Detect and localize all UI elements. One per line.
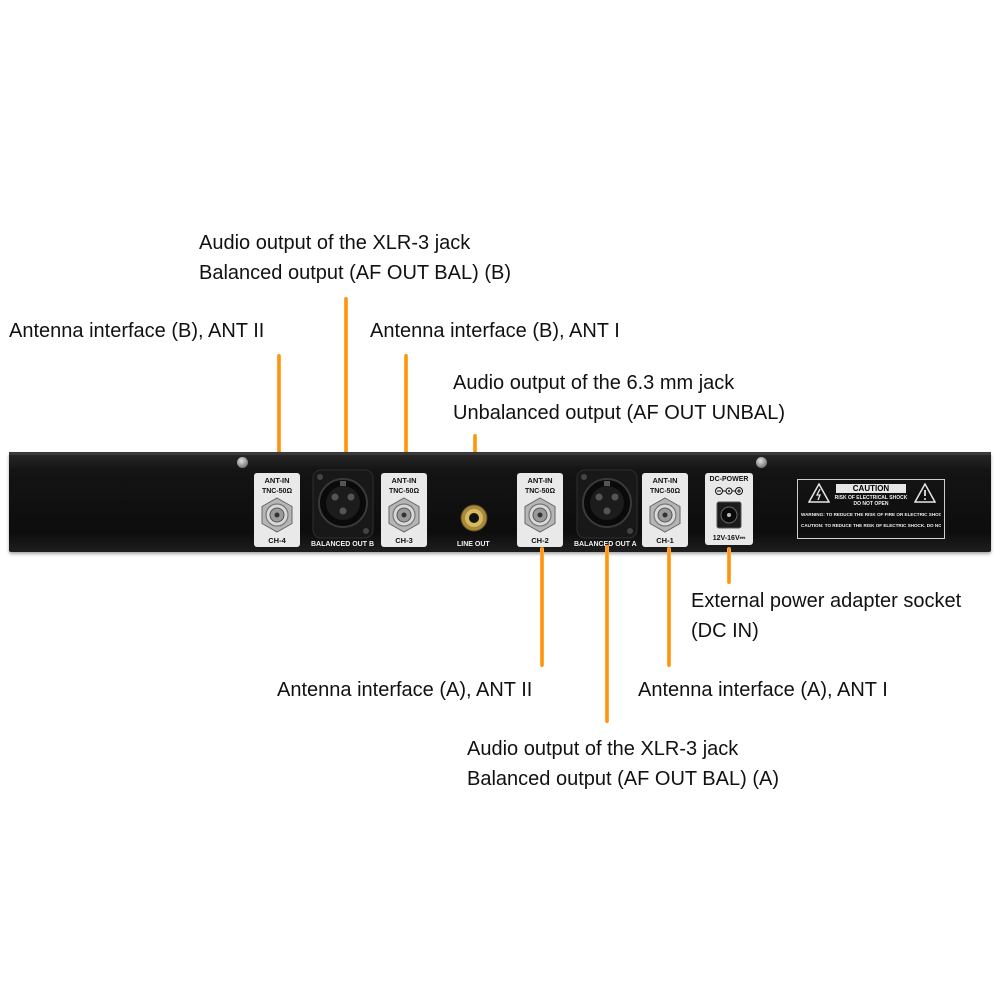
channel-label-ch2: CH-2 [531, 536, 549, 545]
callout-dc-in: External power adapter socket (DC IN) [691, 586, 961, 646]
caution-caution-text: CAUTION: TO REDUCE THE RISK OF ELECTRIC … [801, 523, 941, 528]
ant-in-label-ch3: ANT-IN [391, 476, 417, 485]
callout-xlr-b-line1: Audio output of the XLR-3 jack [199, 232, 471, 254]
line-out-jack-icon[interactable] [460, 504, 488, 532]
tnc-connector-icon[interactable] [386, 497, 422, 533]
tnc-label-ch4: TNC-50Ω [261, 488, 293, 495]
leader-line-ant-a-ii [540, 547, 544, 667]
lightning-warning-icon [808, 483, 830, 503]
antenna-plate-ch4: ANT-IN TNC-50Ω CH-4 [254, 473, 300, 547]
channel-label-ch1: CH-1 [656, 536, 674, 545]
caution-title: CAUTION [836, 484, 906, 493]
caution-label: CAUTION RISK OF ELECTRICAL SHOCK DO NOT … [797, 479, 945, 539]
leader-line-dc-in [727, 547, 731, 584]
callout-dc-in-line2: (DC IN) [691, 620, 759, 642]
callout-ant-b-i: Antenna interface (B), ANT I [370, 320, 620, 342]
line-out-label: LINE OUT [457, 541, 490, 548]
callout-ant-a-i: Antenna interface (A), ANT I [638, 679, 888, 701]
tnc-label-ch3: TNC-50Ω [388, 488, 420, 495]
caution-risk-text: RISK OF ELECTRICAL SHOCK [834, 495, 908, 501]
leader-line-xlr-b [344, 297, 348, 472]
tnc-connector-icon[interactable] [259, 497, 295, 533]
leader-line-ant-b-ii [277, 354, 281, 474]
balanced-out-a-label: BALANCED OUT A [574, 541, 637, 548]
leader-line-ant-a-i [667, 547, 671, 667]
channel-label-ch3: CH-3 [395, 536, 413, 545]
callout-ant-b-ii: Antenna interface (B), ANT II [9, 320, 265, 342]
ant-in-label-ch1: ANT-IN [652, 476, 678, 485]
leader-line-xlr-a [605, 545, 609, 723]
callout-line-out-line1: Audio output of the 6.3 mm jack [453, 372, 735, 394]
dc-polarity-icon [715, 487, 743, 495]
caution-do-not-open: DO NOT OPEN [853, 501, 889, 507]
antenna-plate-ch2: ANT-IN TNC-50Ω CH-2 [517, 473, 563, 547]
balanced-out-b-label: BALANCED OUT B [311, 541, 374, 548]
tnc-label-ch2: TNC-50Ω [524, 488, 556, 495]
callout-dc-in-line1: External power adapter socket [691, 590, 962, 612]
antenna-plate-ch1: ANT-IN TNC-50Ω CH-1 [642, 473, 688, 547]
tnc-connector-icon[interactable] [522, 497, 558, 533]
xlr-connector-a-icon[interactable] [576, 469, 638, 539]
dc-power-plate: DC-POWER 12V-16V⎓ [705, 473, 753, 545]
antenna-plate-ch3: ANT-IN TNC-50Ω CH-3 [381, 473, 427, 547]
callout-xlr-a-line2: Balanced output (AF OUT BAL) (A) [467, 768, 779, 790]
ant-in-label-ch2: ANT-IN [527, 476, 553, 485]
exclamation-warning-icon [914, 483, 936, 503]
xlr-connector-b-icon[interactable] [312, 469, 374, 539]
dc-voltage-label: 12V-16V⎓ [712, 535, 746, 542]
channel-label-ch4: CH-4 [268, 536, 286, 545]
dc-socket-icon[interactable] [716, 501, 742, 529]
callout-ant-a-ii: Antenna interface (A), ANT II [277, 679, 533, 701]
callout-line-out-line2: Unbalanced output (AF OUT UNBAL) [453, 402, 786, 424]
tnc-connector-icon[interactable] [647, 497, 683, 533]
callout-xlr-b: Audio output of the XLR-3 jack Balanced … [199, 228, 511, 288]
panel-top-edge [9, 452, 991, 455]
callout-xlr-b-line2: Balanced output (AF OUT BAL) (B) [199, 262, 511, 284]
callout-xlr-a-line1: Audio output of the XLR-3 jack [467, 738, 739, 760]
callout-line-out: Audio output of the 6.3 mm jack Unbalanc… [453, 368, 785, 428]
leader-line-ant-b-i [404, 354, 408, 474]
callout-xlr-a: Audio output of the XLR-3 jack Balanced … [467, 734, 779, 794]
ant-in-label-ch4: ANT-IN [264, 476, 290, 485]
panel-screw-left [237, 457, 248, 468]
panel-screw-right [756, 457, 767, 468]
caution-warning-text: WARNING: TO REDUCE THE RISK OF FIRE OR E… [801, 512, 941, 517]
tnc-label-ch1: TNC-50Ω [649, 488, 681, 495]
dc-power-label: DC-POWER [709, 476, 749, 483]
